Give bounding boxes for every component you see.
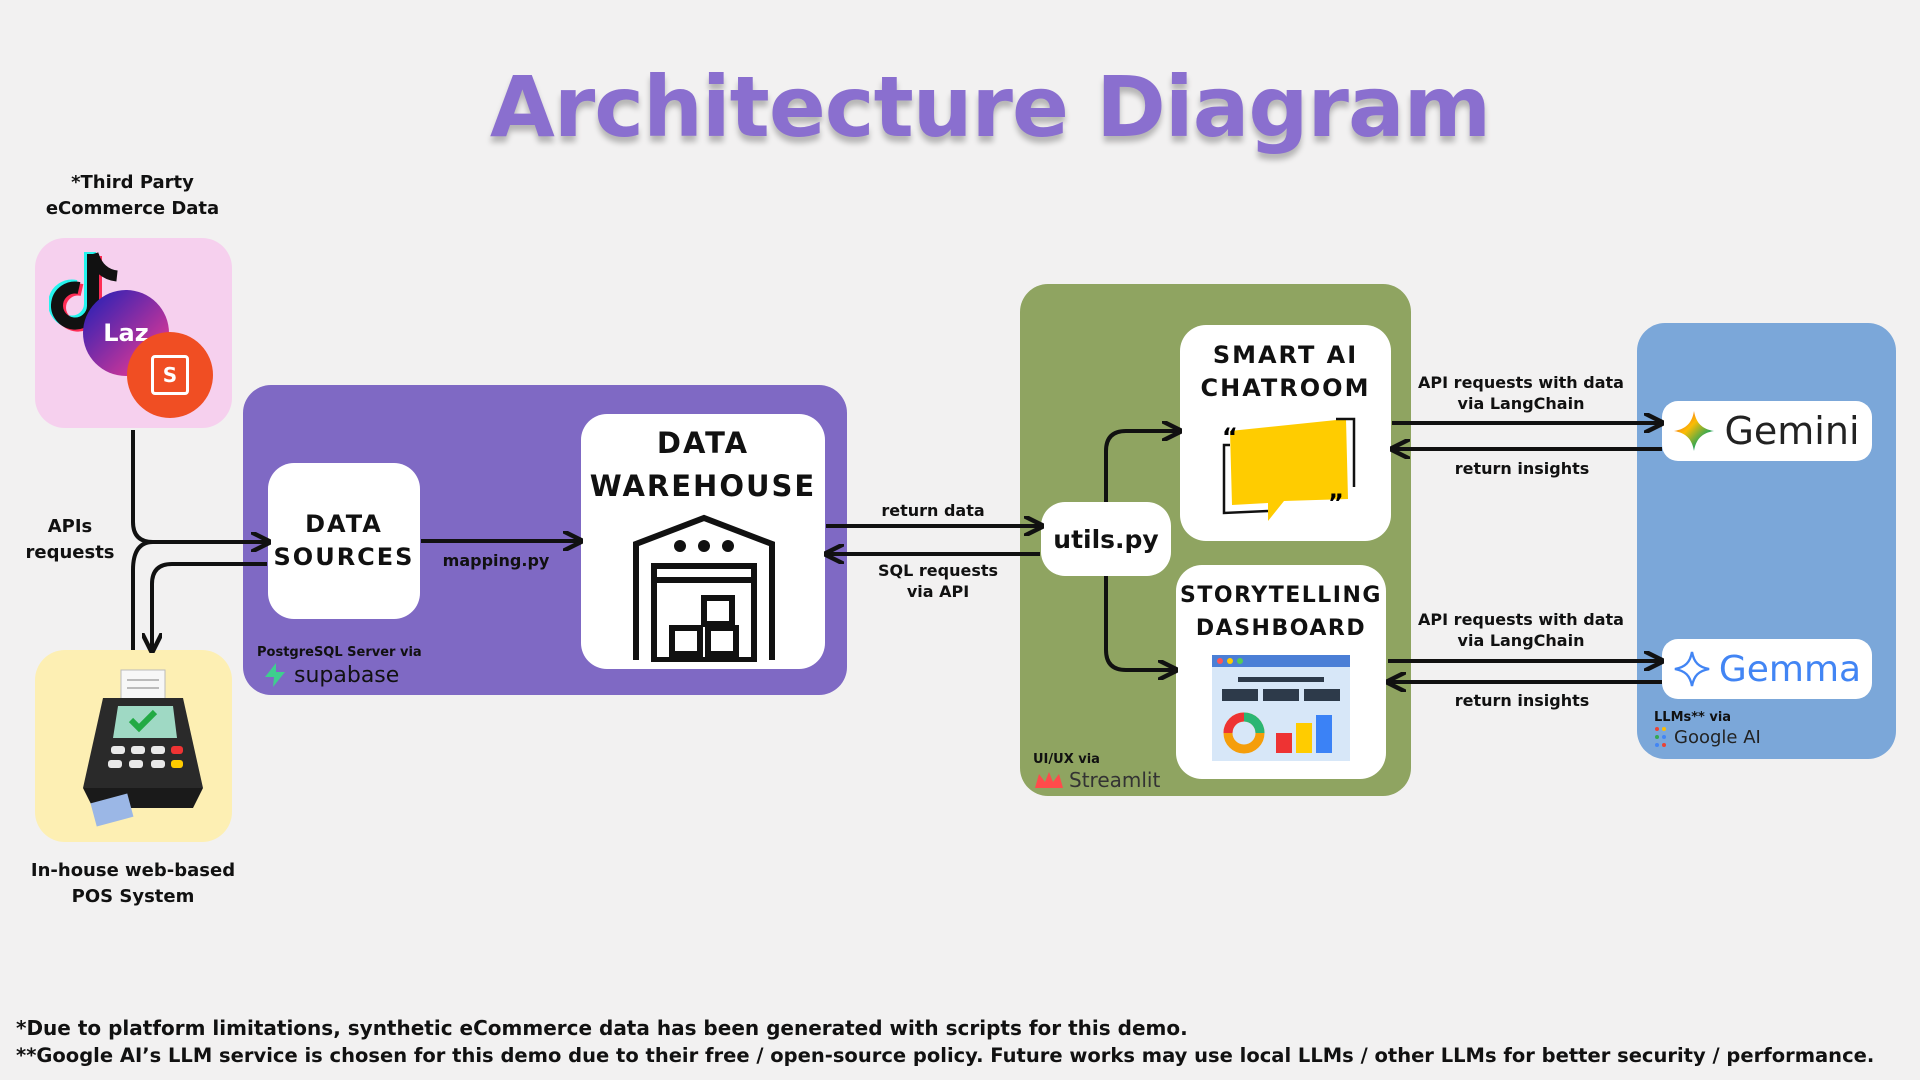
pos-to-datasources-line xyxy=(131,540,154,650)
google-ai-logo: Google AI xyxy=(1654,726,1761,748)
shopee-icon: S xyxy=(127,332,213,418)
google-ai-dots-icon xyxy=(1655,727,1666,747)
streamlit-logo: Streamlit xyxy=(1035,768,1160,792)
supabase-bolt-icon xyxy=(265,663,285,687)
third-party-label: *Third Party eCommerce Data xyxy=(45,172,220,219)
streamlit-crown-icon xyxy=(1035,772,1063,788)
gemma-request-label: API requests with data via LangChain xyxy=(1418,610,1624,650)
apis-requests-label: APIs requests xyxy=(25,516,115,563)
gemma-sparkle-icon xyxy=(1674,651,1710,687)
data-sources-box: DATA SOURCES xyxy=(268,463,420,619)
smart-ai-chatroom-box: SMART AI CHATROOM “ ” xyxy=(1180,325,1391,541)
pos-terminal-icon xyxy=(63,668,213,828)
mapping-label: mapping.py xyxy=(442,551,550,570)
utils-box: utils.py xyxy=(1041,502,1171,576)
supabase-logo: supabase xyxy=(262,662,399,688)
chat-bubble-icon: “ ” xyxy=(1218,415,1358,527)
footnote-1: *Due to platform limitations, synthetic … xyxy=(16,1016,1188,1040)
gemini-request-label: API requests with data via LangChain xyxy=(1418,373,1624,413)
gemini-sparkle-icon xyxy=(1674,411,1715,451)
data-warehouse-box: DATA WAREHOUSE xyxy=(581,414,825,669)
datasources-to-pos-arrow xyxy=(152,562,267,649)
warehouse-icon xyxy=(632,514,776,662)
svg-text:“: “ xyxy=(1222,423,1238,451)
svg-text:”: ” xyxy=(1328,489,1344,517)
pos-system-tile xyxy=(35,650,232,842)
dashboard-icon xyxy=(1212,655,1350,761)
streamlit-caption: UI/UX via xyxy=(1033,752,1100,767)
llms-caption: LLMs** via xyxy=(1654,710,1732,725)
storytelling-dashboard-box: STORYTELLING DASHBOARD xyxy=(1176,565,1386,779)
gemma-return-label: return insights xyxy=(1454,691,1590,710)
pos-label: In-house web-based POS System xyxy=(30,860,236,907)
sql-requests-label: SQL requests via API xyxy=(877,561,999,601)
ecommerce-to-datasources-arrow xyxy=(131,430,267,542)
utils-to-chatroom-arrow xyxy=(1104,431,1178,502)
page-title: Architecture Diagram xyxy=(489,58,1491,156)
utils-to-dashboard-arrow xyxy=(1104,576,1174,670)
gemma-logo: Gemma xyxy=(1662,639,1872,699)
footnote-2: **Google AI’s LLM service is chosen for … xyxy=(16,1044,1875,1067)
gemini-return-label: return insights xyxy=(1454,459,1590,478)
ecommerce-platforms-tile: Laz S xyxy=(35,238,232,428)
postgres-caption: PostgreSQL Server via xyxy=(257,645,422,660)
gemini-logo: Gemini xyxy=(1662,401,1872,461)
return-data-label: return data xyxy=(881,501,985,520)
